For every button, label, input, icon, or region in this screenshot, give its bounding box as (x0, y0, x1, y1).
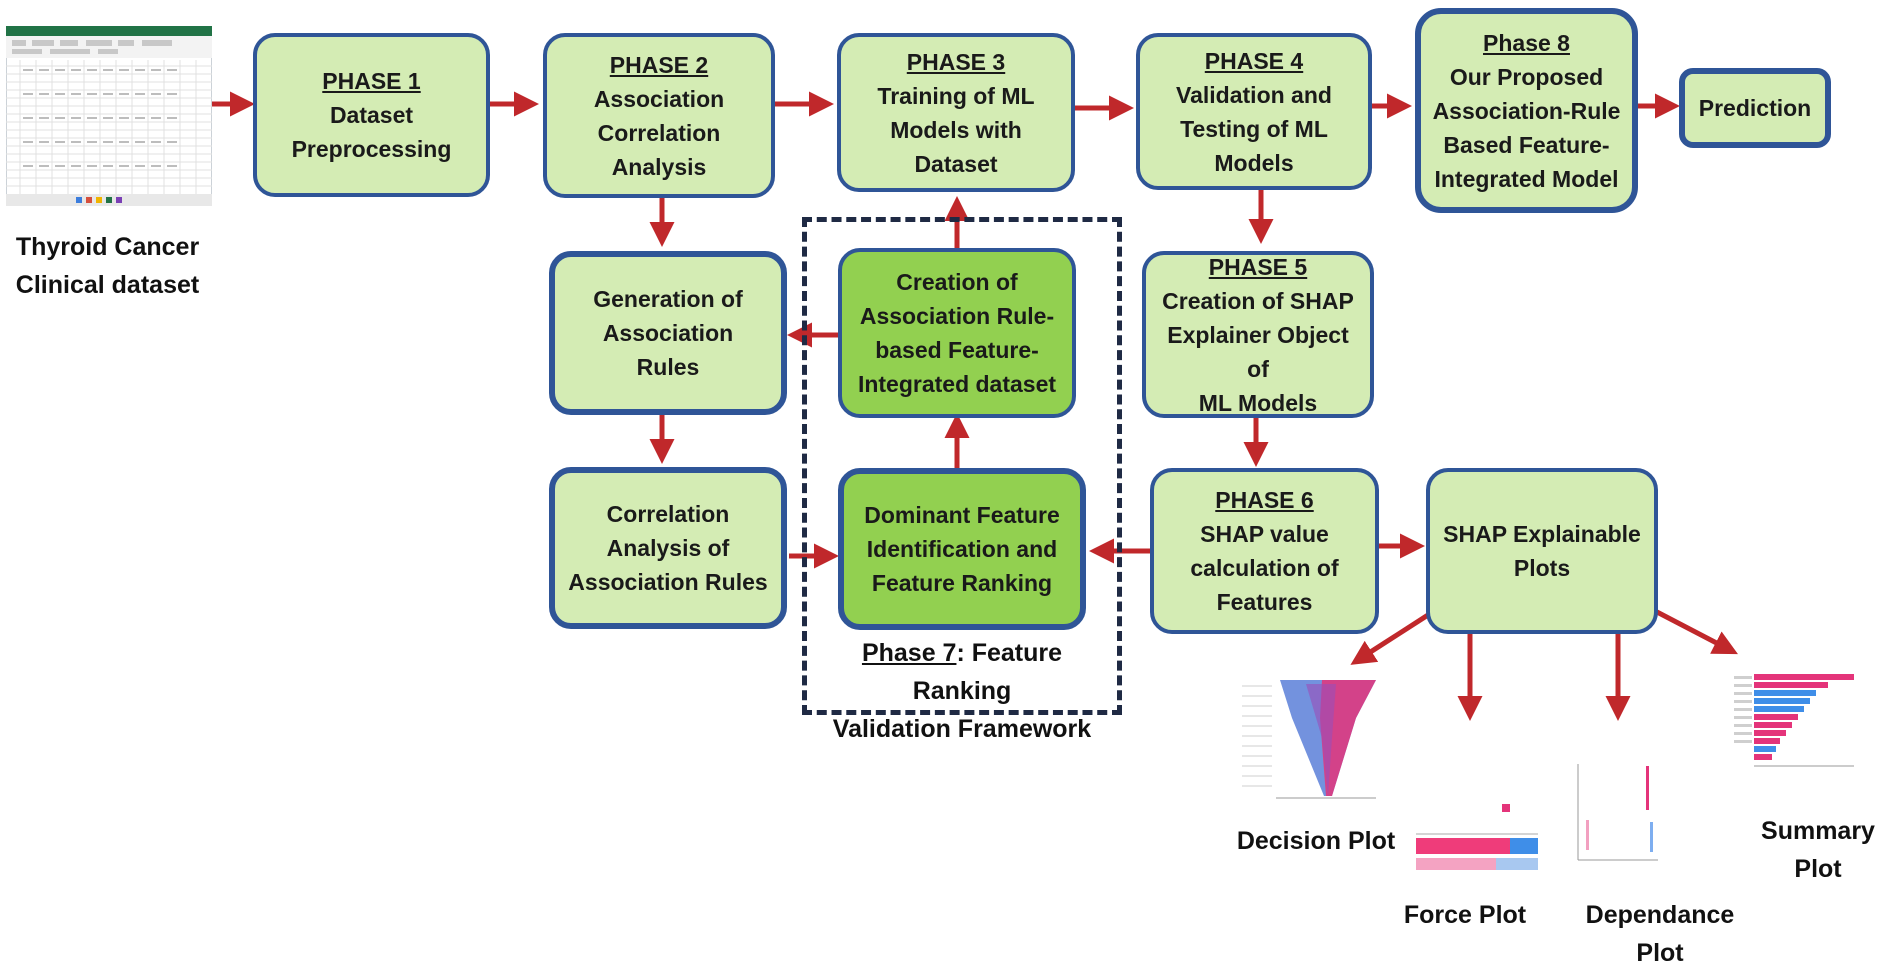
phase2-box: PHASE 2 Association Correlation Analysis (543, 33, 775, 198)
decision-plot-thumbnail (1236, 678, 1386, 806)
flow-arrows (212, 91, 1738, 721)
phase8-title: Phase 8 (1483, 29, 1570, 56)
phase4-box: PHASE 4 Validation and Testing of ML Mod… (1136, 33, 1372, 190)
dependance-plot-label: Dependance Plot (1585, 901, 1735, 967)
input-dataset-label: Thyroid Cancer Clinical dataset (15, 233, 200, 299)
summary-plot-thumbnail (1732, 670, 1860, 790)
phase5-box: PHASE 5 Creation of SHAP Explainer Objec… (1142, 251, 1374, 418)
force-plot-thumbnail (1414, 800, 1540, 876)
phase8-box: Phase 8 Our Proposed Association-Rule Ba… (1415, 8, 1638, 213)
shap-plots-box: SHAP Explainable Plots (1426, 468, 1658, 634)
phase7-title: Phase 7 (861, 639, 957, 667)
arrow-shap-decision (1350, 612, 1430, 665)
correlation-rules-box: Correlation Analysis of Association Rule… (549, 467, 787, 629)
phase3-box: PHASE 3 Training of ML Models with Datas… (837, 33, 1075, 192)
arrow-shap-summary (1655, 609, 1738, 655)
phase5-title: PHASE 5 (1208, 253, 1308, 280)
phase6-box: PHASE 6 SHAP value calculation of Featur… (1150, 468, 1379, 634)
dependance-plot-thumbnail (1572, 760, 1662, 872)
dominant-feature-box: Dominant Feature Identification and Feat… (838, 468, 1086, 630)
phase7-caption: Phase 7: Feature Ranking Validation Fram… (832, 639, 1092, 743)
phase1-box: PHASE 1 Dataset Preprocessing (253, 33, 490, 197)
spreadsheet-icon (6, 26, 212, 206)
phase1-title: PHASE 1 (322, 68, 421, 94)
phase4-title: PHASE 4 (1204, 47, 1304, 74)
summary-plot-label: Summary Plot (1761, 817, 1875, 883)
creation-dataset-box: Creation of Association Rule- based Feat… (838, 248, 1076, 418)
force-plot-label: Force Plot (1403, 901, 1527, 929)
phase6-title: PHASE 6 (1215, 487, 1314, 513)
generation-rules-box: Generation of Association Rules (549, 251, 787, 415)
decision-plot-label: Decision Plot (1236, 827, 1396, 855)
phase3-title: PHASE 3 (906, 48, 1006, 75)
phase2-title: PHASE 2 (609, 51, 709, 78)
phase7-framework-border (802, 217, 1122, 715)
prediction-box: Prediction (1679, 68, 1831, 148)
